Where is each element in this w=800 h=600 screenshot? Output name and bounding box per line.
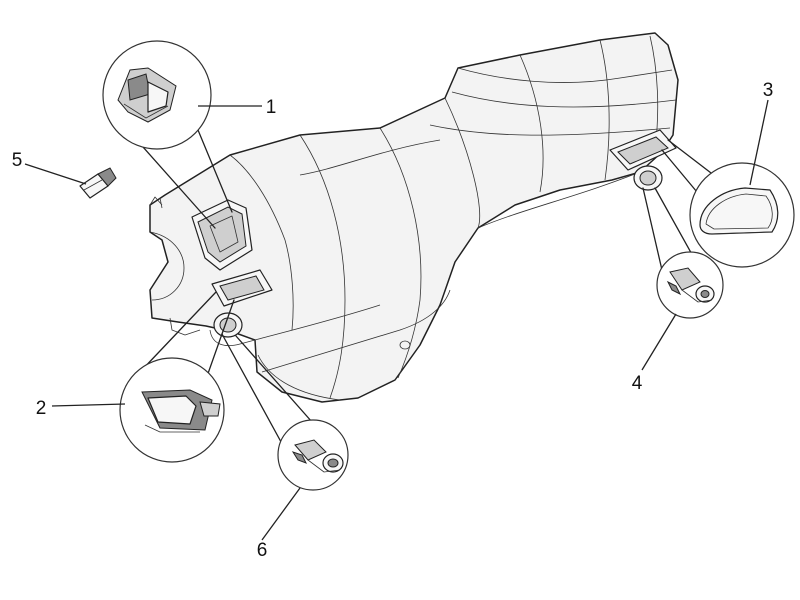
detail-bubble-1 <box>102 40 212 150</box>
detail-bubble-3 <box>689 162 795 268</box>
detail-bubble-6 <box>277 419 349 491</box>
ignition-switch-part-4 <box>666 267 715 303</box>
callout-2: 2 <box>36 398 47 419</box>
leader-line-6 <box>261 487 301 541</box>
leader-line-2 <box>51 403 126 407</box>
leader-line-5 <box>24 163 87 185</box>
callout-1: 1 <box>266 97 277 118</box>
cover-plate-part <box>699 187 779 235</box>
callout-3: 3 <box>763 80 774 101</box>
leader-line-4 <box>641 313 677 371</box>
horn-switch-part <box>141 389 221 433</box>
callout-6: 6 <box>257 540 268 561</box>
tangent-lines <box>118 119 729 463</box>
callout-4: 4 <box>632 373 643 394</box>
detail-bubble-4 <box>656 251 724 319</box>
leader-lines <box>24 99 769 541</box>
bulb-part <box>79 167 117 199</box>
upper-switch-housing <box>191 199 253 271</box>
leader-line-3 <box>749 99 769 186</box>
callout-5: 5 <box>12 150 23 171</box>
ignition-switch-part-6 <box>291 439 344 473</box>
rocker-switch-part <box>117 67 177 123</box>
detail-bubble-2 <box>119 357 225 463</box>
right-switch-housing <box>609 129 677 191</box>
callout-labels: 1 2 3 4 5 6 <box>12 80 774 561</box>
handlebar-cover-body <box>149 32 679 403</box>
